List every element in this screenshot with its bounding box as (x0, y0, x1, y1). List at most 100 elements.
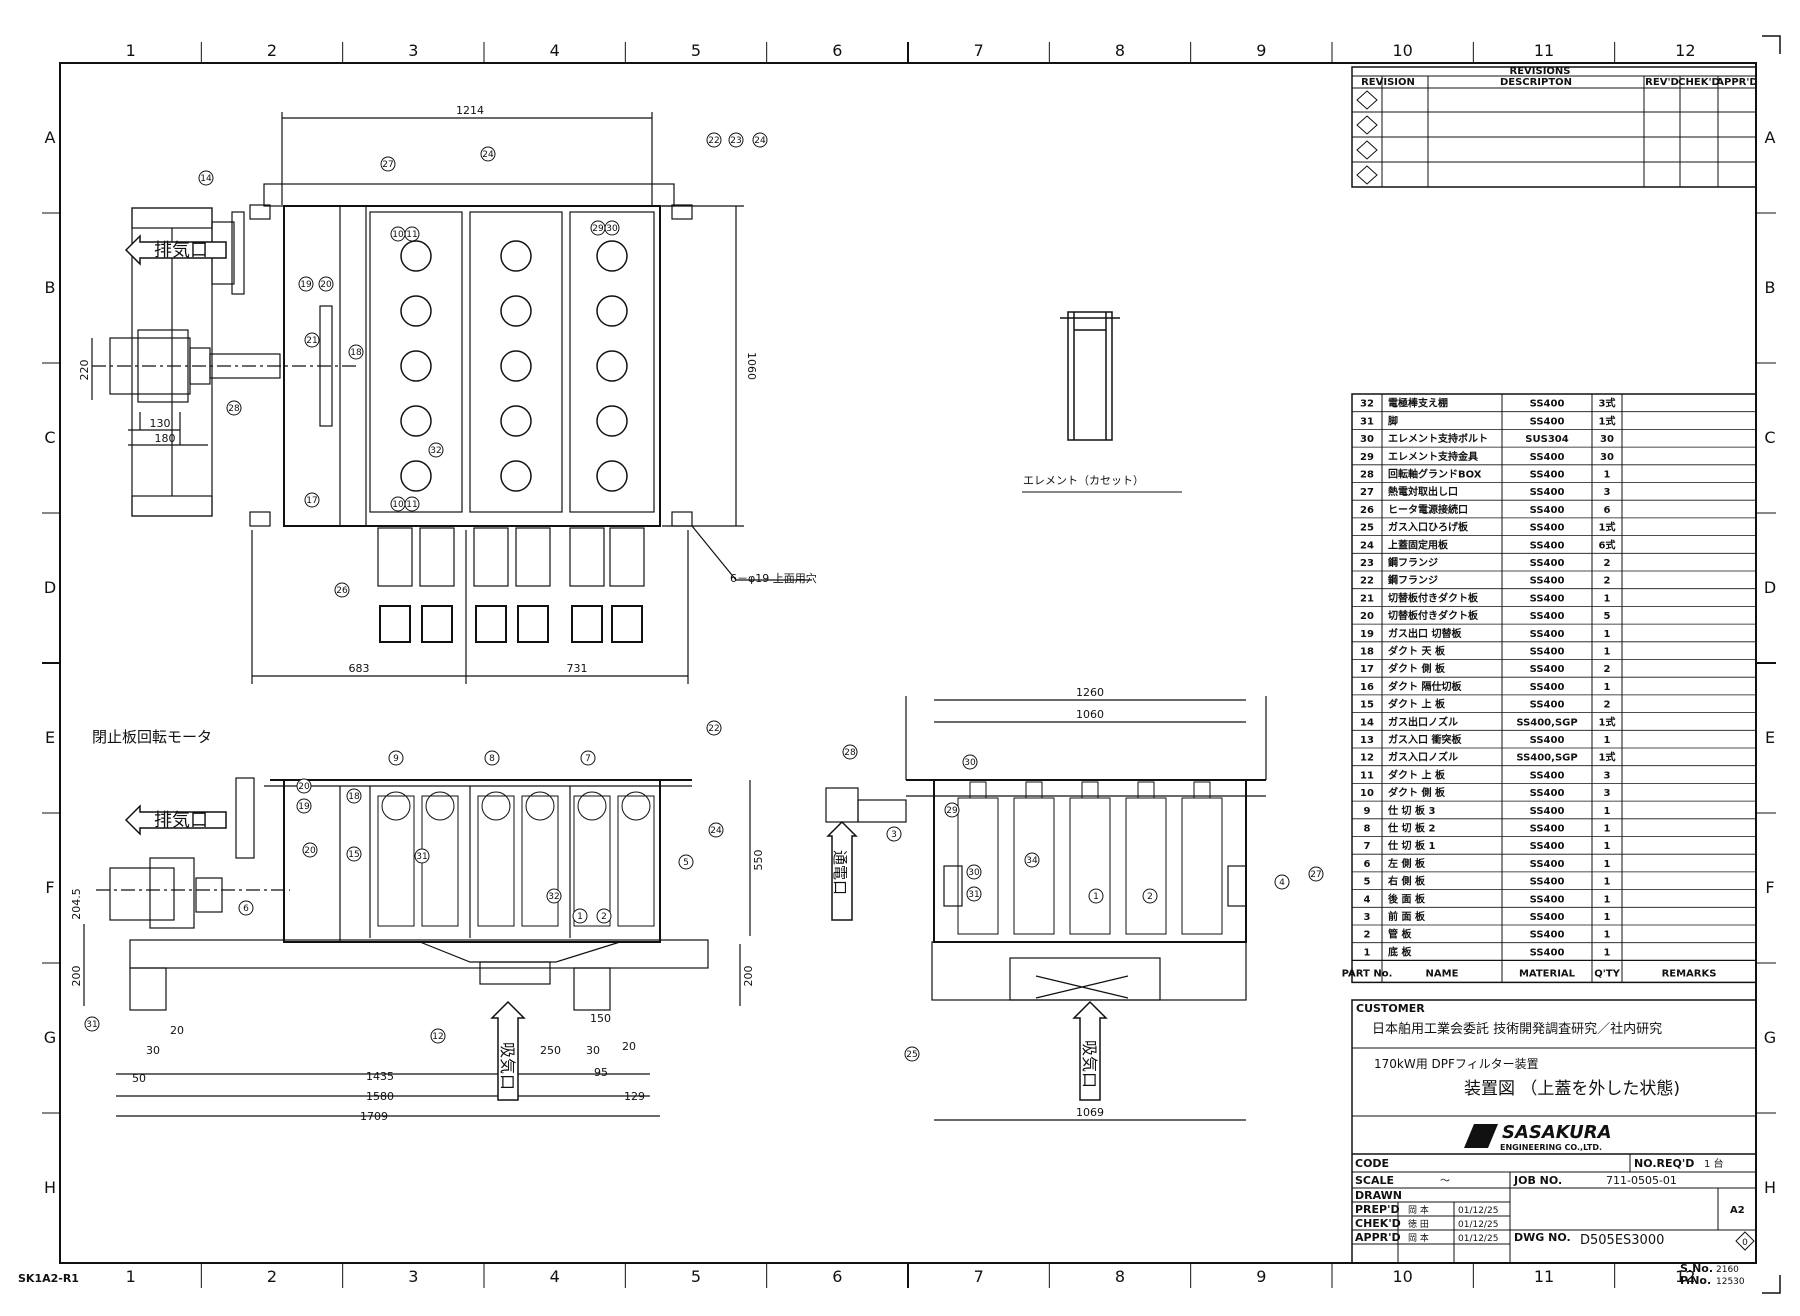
cassette-cap (1081, 781, 1099, 799)
front-view-elements (377, 791, 655, 927)
part-material: SS400 (1530, 894, 1565, 905)
top-view (91, 112, 812, 684)
part-qty: 6式 (1599, 538, 1616, 551)
zone-col-top: 5 (691, 41, 701, 60)
zone-row-left: H (44, 1178, 56, 1197)
part-number: 15 (1360, 700, 1374, 711)
drawing-title: 装置図 （上蓋を外した状態) (1464, 1079, 1680, 1099)
cassette-element (1069, 797, 1111, 935)
zone-col-bottom: 1 (126, 1267, 136, 1286)
dim-150: 150 (590, 1012, 611, 1025)
part-qty: 1 (1604, 806, 1611, 817)
cassette-cap (969, 781, 987, 799)
dim-1435: 1435 (366, 1070, 394, 1083)
part-balloon (1088, 888, 1104, 904)
zone-row-left: D (44, 578, 56, 597)
part-material: SS400 (1530, 593, 1565, 604)
part-qty: 1式 (1599, 751, 1616, 764)
part-balloon (944, 802, 960, 818)
cassette-cap (1137, 781, 1155, 799)
part-balloon-number: 24 (710, 826, 722, 836)
part-balloon-number: 4 (1279, 878, 1285, 888)
part-balloon-number: 32 (548, 892, 559, 902)
part-material: SS400 (1530, 558, 1565, 569)
rev-col-apprd: APPR'D (1716, 77, 1757, 88)
scale-value: ～ (1440, 1176, 1450, 1187)
dim-250: 250 (540, 1044, 561, 1057)
part-balloon-number: 1 (1093, 892, 1099, 902)
revisions-title: REVISIONS (1510, 66, 1571, 77)
zone-col-bottom: 10 (1392, 1267, 1412, 1286)
part-balloon (962, 754, 978, 770)
zone-row-right: D (1764, 578, 1776, 597)
element-circles (400, 240, 628, 492)
part-material: SS400,SGP (1516, 753, 1577, 764)
part-balloon-number: 26 (336, 586, 348, 596)
company-sub: ENGINEERING CO.,LTD. (1500, 1143, 1602, 1152)
part-material: SS400 (1530, 416, 1565, 427)
part-material: SS400 (1530, 576, 1565, 587)
zone-col-bottom: 3 (408, 1267, 418, 1286)
part-number: 24 (1360, 540, 1374, 551)
corner-mark-tr (1762, 35, 1781, 54)
element-circle (500, 295, 532, 327)
zone-col-top: 11 (1534, 41, 1554, 60)
scale-label: SCALE (1355, 1174, 1394, 1187)
noreq-value: 1 台 (1704, 1157, 1724, 1170)
zone-row-right: G (1764, 1028, 1776, 1047)
part-number: 12 (1360, 753, 1374, 764)
part-balloon-number: 20 (298, 782, 310, 792)
dwg-label: DWG NO. (1514, 1231, 1571, 1244)
part-balloon (238, 900, 254, 916)
part-number: 10 (1360, 788, 1374, 799)
part-balloon (1274, 874, 1290, 890)
parts-header: REMARKS (1662, 968, 1717, 979)
prepd-name: 岡 本 (1408, 1204, 1429, 1216)
part-number: 7 (1364, 841, 1371, 852)
zone-row-left: G (44, 1028, 56, 1047)
element-circle (596, 405, 628, 437)
part-balloon-number: 22 (708, 724, 719, 734)
part-balloon (604, 220, 620, 236)
part-balloon (966, 864, 982, 880)
top-view-body (283, 205, 661, 527)
part-material: SS400 (1530, 824, 1565, 835)
motor-label: 閉止板回転モータ (92, 728, 212, 746)
intake-label-front: 吸気口 (498, 1042, 517, 1090)
part-qty: 3式 (1599, 397, 1616, 410)
part-balloon-number: 15 (348, 850, 359, 860)
part-balloon-number: 22 (708, 136, 719, 146)
parts-header: NAME (1426, 968, 1459, 979)
code-label: CODE (1355, 1157, 1389, 1170)
zone-col-top: 6 (832, 41, 842, 60)
part-number: 11 (1360, 770, 1374, 781)
part-name: エレメント支持ボルト (1388, 432, 1488, 445)
part-name: ダクト 側 板 (1388, 662, 1446, 675)
part-balloon (334, 582, 350, 598)
part-material: SS400 (1530, 841, 1565, 852)
part-qty: 3 (1604, 788, 1611, 799)
exhaust-arrow-front (124, 804, 227, 836)
zone-col-bottom: 11 (1534, 1267, 1554, 1286)
top-view-labels: 1214 1060 683 731 220 130 180 6－φ19 上面用穴… (78, 104, 817, 675)
part-number: 4 (1364, 894, 1371, 905)
part-balloon (752, 132, 768, 148)
part-material: SS400 (1530, 947, 1565, 958)
dim-1060-side: 1060 (1076, 708, 1104, 721)
dim-731: 731 (567, 662, 588, 675)
part-balloon (298, 276, 314, 292)
part-name: 仕 切 板 3 (1387, 804, 1435, 817)
part-qty: 1 (1604, 894, 1611, 905)
zone-col-bottom: 2 (267, 1267, 277, 1286)
part-number: 13 (1360, 735, 1374, 746)
part-balloon (304, 492, 320, 508)
part-name: ダクト 隔仕切板 (1388, 680, 1462, 693)
company-logo: SASAKURA (1502, 1122, 1612, 1143)
company-logo-mark (1464, 1124, 1498, 1148)
zone-col-bottom: 7 (974, 1267, 984, 1286)
dim-1069: 1069 (1076, 1106, 1104, 1119)
part-qty: 1 (1604, 824, 1611, 835)
zone-row-right: F (1765, 878, 1774, 897)
parts-header: MATERIAL (1519, 968, 1576, 979)
